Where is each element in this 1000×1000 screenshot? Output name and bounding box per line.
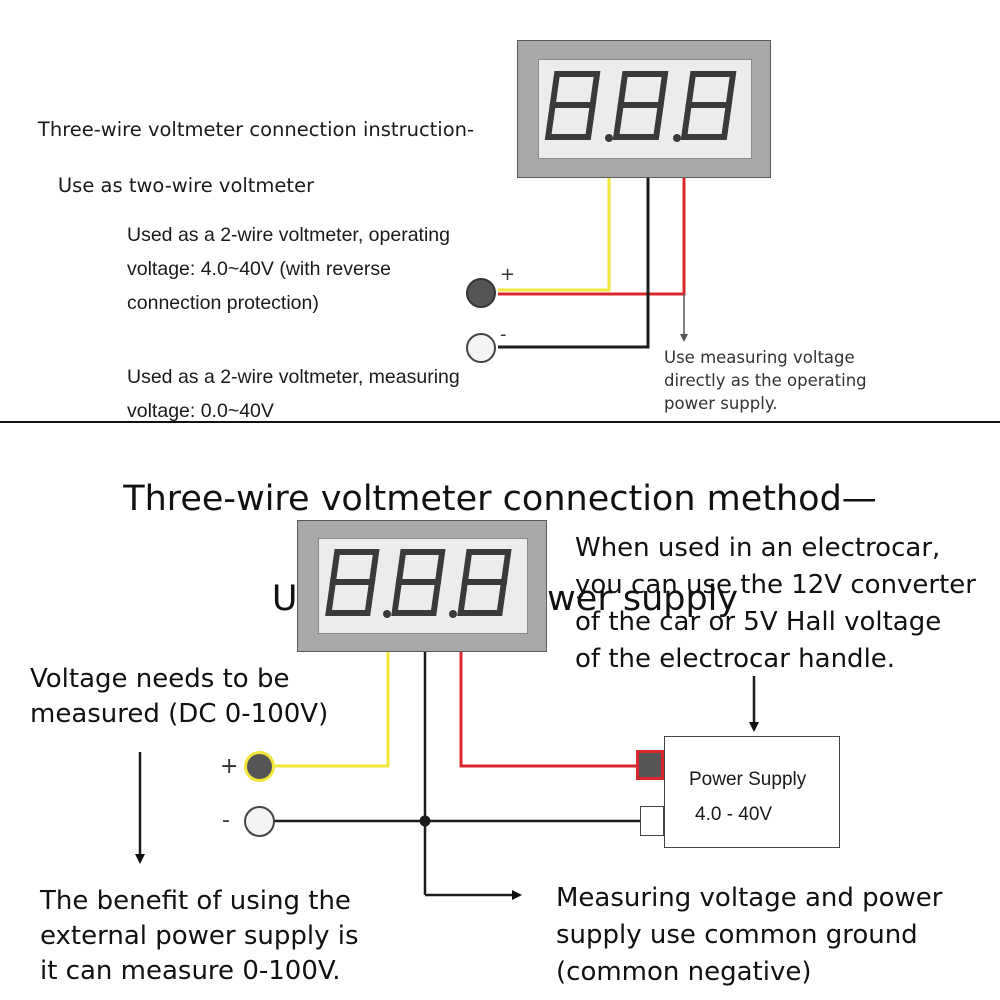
bottom-positive-terminal [244,751,275,782]
top-measuring-voltage-text: Used as a 2-wire voltmeter, measuring vo… [127,366,460,422]
bottom-red-wire [459,652,638,768]
benefit-text: The benefit of using the external power … [40,886,359,986]
top-positive-terminal [466,278,496,308]
top-digit-display [544,71,737,142]
bottom-yellow-wire [275,652,390,768]
power-supply-label: Power Supply [689,769,807,790]
top-title: Three-wire voltmeter connection instruct… [16,88,496,228]
electrocar-text: When used in an electrocar, you can use … [575,533,976,674]
bottom-heading-line1: Three-wire voltmeter connection method— [123,479,877,519]
bottom-plus-sign: + [220,754,239,779]
top-black-wire [498,178,650,349]
power-supply-negative-terminal [640,806,664,836]
bottom-negative-terminal [244,806,275,837]
top-minus-sign: - [500,324,507,345]
top-plus-sign: + [500,264,516,285]
top-negative-terminal [466,333,496,363]
top-title-line2: Use as two-wire voltmeter [57,174,315,197]
top-yellow-wire [498,178,611,292]
section-divider [0,421,1000,423]
top-voltmeter-display [538,59,752,159]
common-ground-text: Measuring voltage and power supply use c… [556,883,943,987]
power-supply-box: Power Supply 4.0 - 40V [664,736,840,848]
bottom-voltmeter-display [318,538,528,634]
power-supply-positive-terminal [636,750,664,780]
top-title-line1: Three-wire voltmeter connection instruct… [37,118,475,141]
top-voltmeter [517,40,771,178]
bottom-digit-display [325,549,512,618]
bottom-voltmeter [297,520,547,652]
top-operating-voltage-text: Used as a 2-wire voltmeter, operating vo… [127,224,450,314]
measure-voltage-text: Voltage needs to be measured (DC 0-100V) [30,664,329,729]
ground-junction-dot [419,815,431,827]
top-supply-note: Use measuring voltage directly as the op… [664,348,867,413]
power-supply-range: 4.0 - 40V [695,804,773,825]
bottom-minus-sign: - [222,808,230,833]
